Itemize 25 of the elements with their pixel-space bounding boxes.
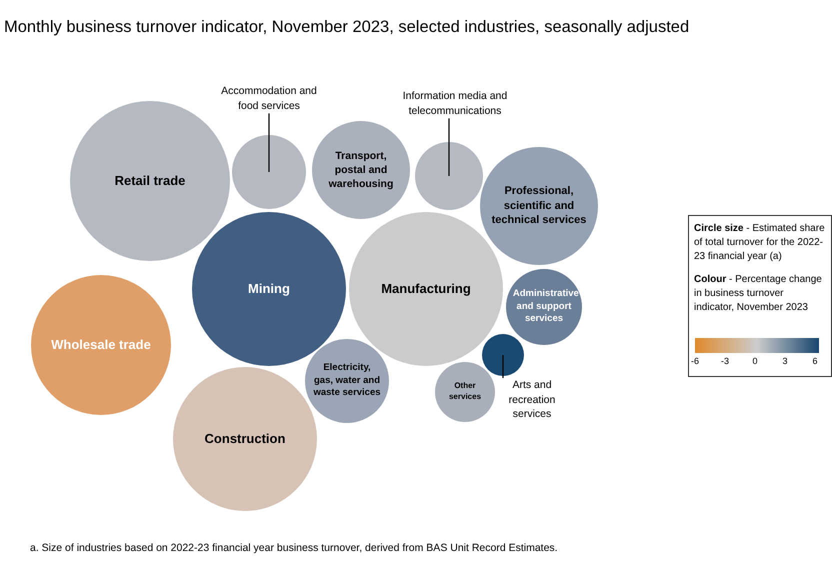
bubble-label: Wholesale trade (51, 336, 151, 354)
industry-bubble (482, 334, 524, 376)
bubble-label: Mining (248, 280, 290, 298)
leader-label: Accommodation and food services (219, 84, 319, 114)
bubble-label: Manufacturing (381, 280, 471, 298)
leader-line (448, 118, 450, 176)
bubble-label: Retail trade (114, 172, 186, 190)
bubble-label: Construction (204, 430, 286, 448)
bubble-label: Transport, postal and warehousing (328, 148, 394, 192)
legend-text: Colour - Percentage change in business turnover indicator, November 2023 (694, 273, 823, 315)
leader-label: Arts and recreation services (497, 378, 567, 422)
tick-label: -3 (720, 355, 730, 368)
leader-label: Information media and telecommunications (395, 89, 515, 118)
tick-label: 0 (751, 355, 758, 368)
tick-label: 3 (781, 355, 788, 368)
legend-text: Circle size - Estimated share of total turnover for the 2022-23 financial year (a) (694, 222, 826, 264)
bubble-label: Professional, scientific and technical services (490, 184, 588, 228)
tick-label: -6 (690, 355, 700, 368)
bubble-label: Electricity, gas, water and waste services (312, 362, 382, 400)
footnote: a. Size of industries based on 2022-23 financial year business turnover, derived from BAS Unit Record Estimates. (30, 542, 558, 554)
bubble-label: Other services (448, 381, 482, 403)
leader-line (268, 113, 270, 172)
chart-title: Monthly business turnover indicator, November 2023, selected industries, seasonally adjusted (4, 18, 690, 37)
leader-line (502, 355, 504, 378)
tick-label: 6 (811, 355, 818, 368)
